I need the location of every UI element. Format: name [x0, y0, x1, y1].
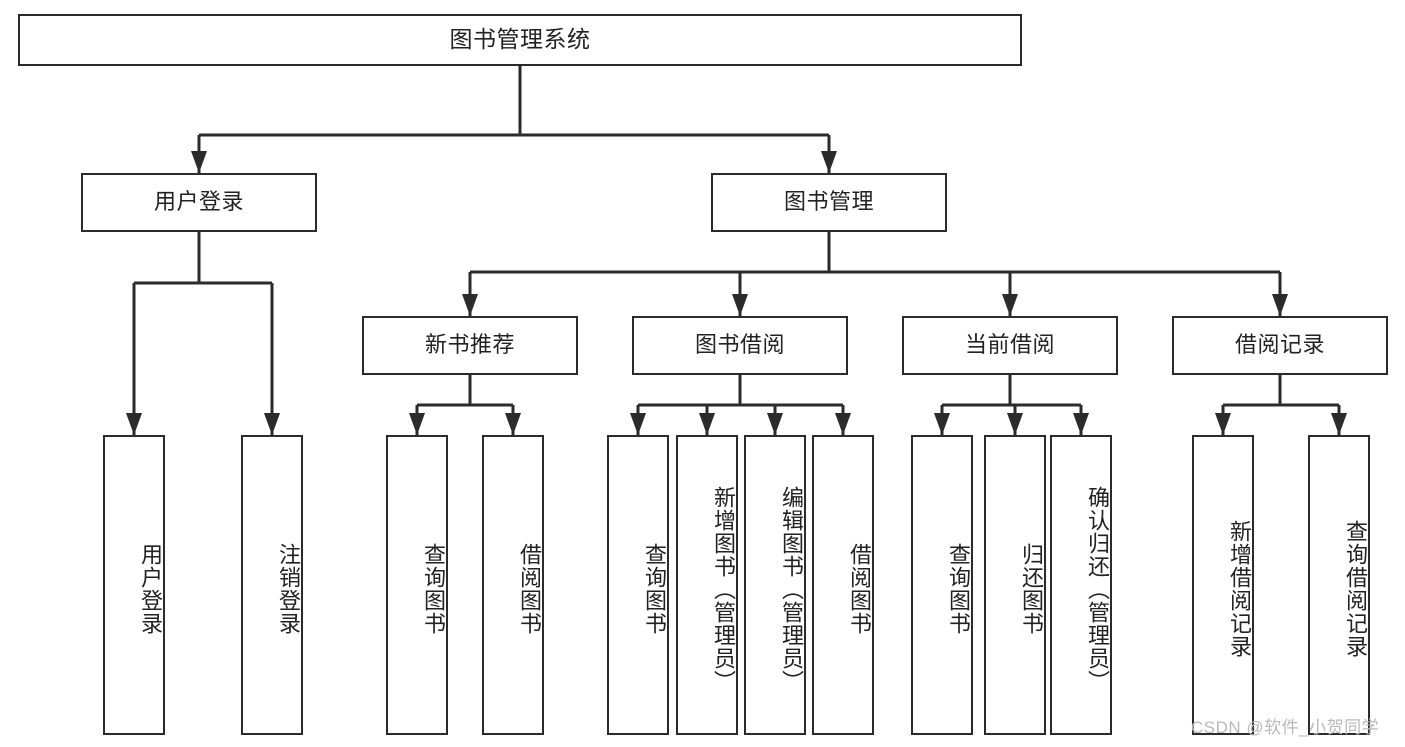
node-label: 归还图书 — [1019, 543, 1044, 635]
node-leaf-return-book[interactable]: 归还图书 — [984, 435, 1046, 735]
node-label: 查询借阅记录 — [1343, 520, 1368, 658]
arrow-head — [1002, 294, 1018, 316]
arrow-head — [1331, 413, 1347, 435]
node-label: 注销登录 — [276, 543, 301, 635]
node-label: 查询图书 — [421, 543, 446, 635]
arrow-head — [462, 294, 478, 316]
node-borrow-record[interactable]: 借阅记录 — [1172, 316, 1388, 375]
node-leaf-confirm-return[interactable]: 确认归还（管理员） — [1050, 435, 1112, 735]
node-label: 借阅记录 — [1234, 332, 1325, 358]
arrow-head — [1272, 294, 1288, 316]
node-label: 新增图书（管理员） — [711, 485, 736, 693]
node-label: 用户登录 — [138, 543, 163, 635]
arrow-head — [1073, 413, 1089, 435]
arrow-head — [699, 413, 715, 435]
node-label: 图书借阅 — [694, 332, 785, 358]
node-label: 编辑图书（管理员） — [779, 485, 804, 693]
node-label: 当前借阅 — [964, 332, 1055, 358]
arrow-head — [630, 413, 646, 435]
node-label: 用户登录 — [153, 189, 244, 215]
node-leaf-query-record[interactable]: 查询借阅记录 — [1308, 435, 1370, 735]
arrow-head — [409, 413, 425, 435]
arrow-head — [732, 294, 748, 316]
node-leaf-add-book[interactable]: 新增图书（管理员） — [676, 435, 738, 735]
node-leaf-query-book-3[interactable]: 查询图书 — [911, 435, 973, 735]
node-leaf-borrow-book-2[interactable]: 借阅图书 — [812, 435, 874, 735]
node-leaf-edit-book[interactable]: 编辑图书（管理员） — [744, 435, 806, 735]
arrow-head — [934, 413, 950, 435]
node-book-borrow[interactable]: 图书借阅 — [632, 316, 848, 375]
node-label: 查询图书 — [946, 543, 971, 635]
node-current-borrow[interactable]: 当前借阅 — [902, 316, 1118, 375]
node-label: 新增借阅记录 — [1227, 520, 1252, 658]
node-leaf-user-logout[interactable]: 注销登录 — [241, 435, 303, 735]
arrow-head — [191, 151, 207, 173]
arrow-head — [767, 413, 783, 435]
node-root[interactable]: 图书管理系统 — [18, 14, 1022, 66]
node-leaf-query-book-1[interactable]: 查询图书 — [386, 435, 448, 735]
arrow-head — [835, 413, 851, 435]
node-label: 图书管理 — [783, 189, 874, 215]
node-leaf-user-login[interactable]: 用户登录 — [103, 435, 165, 735]
arrow-head — [1215, 413, 1231, 435]
node-label: 图书管理系统 — [449, 26, 591, 53]
node-label: 新书推荐 — [424, 332, 515, 358]
node-book-manage[interactable]: 图书管理 — [711, 173, 947, 232]
arrow-head — [1007, 413, 1023, 435]
node-label: 确认归还（管理员） — [1085, 485, 1110, 693]
node-new-book-rec[interactable]: 新书推荐 — [362, 316, 578, 375]
node-label: 查询图书 — [642, 543, 667, 635]
node-leaf-query-book-2[interactable]: 查询图书 — [607, 435, 669, 735]
arrow-head — [821, 151, 837, 173]
arrow-head — [505, 413, 521, 435]
watermark-text: CSDN @软件_小贺同学 — [1191, 718, 1380, 737]
node-leaf-add-record[interactable]: 新增借阅记录 — [1192, 435, 1254, 735]
arrow-head — [126, 413, 142, 435]
node-user-login[interactable]: 用户登录 — [81, 173, 317, 232]
node-leaf-borrow-book-1[interactable]: 借阅图书 — [482, 435, 544, 735]
arrow-head — [264, 413, 280, 435]
node-label: 借阅图书 — [847, 543, 872, 635]
node-label: 借阅图书 — [517, 543, 542, 635]
